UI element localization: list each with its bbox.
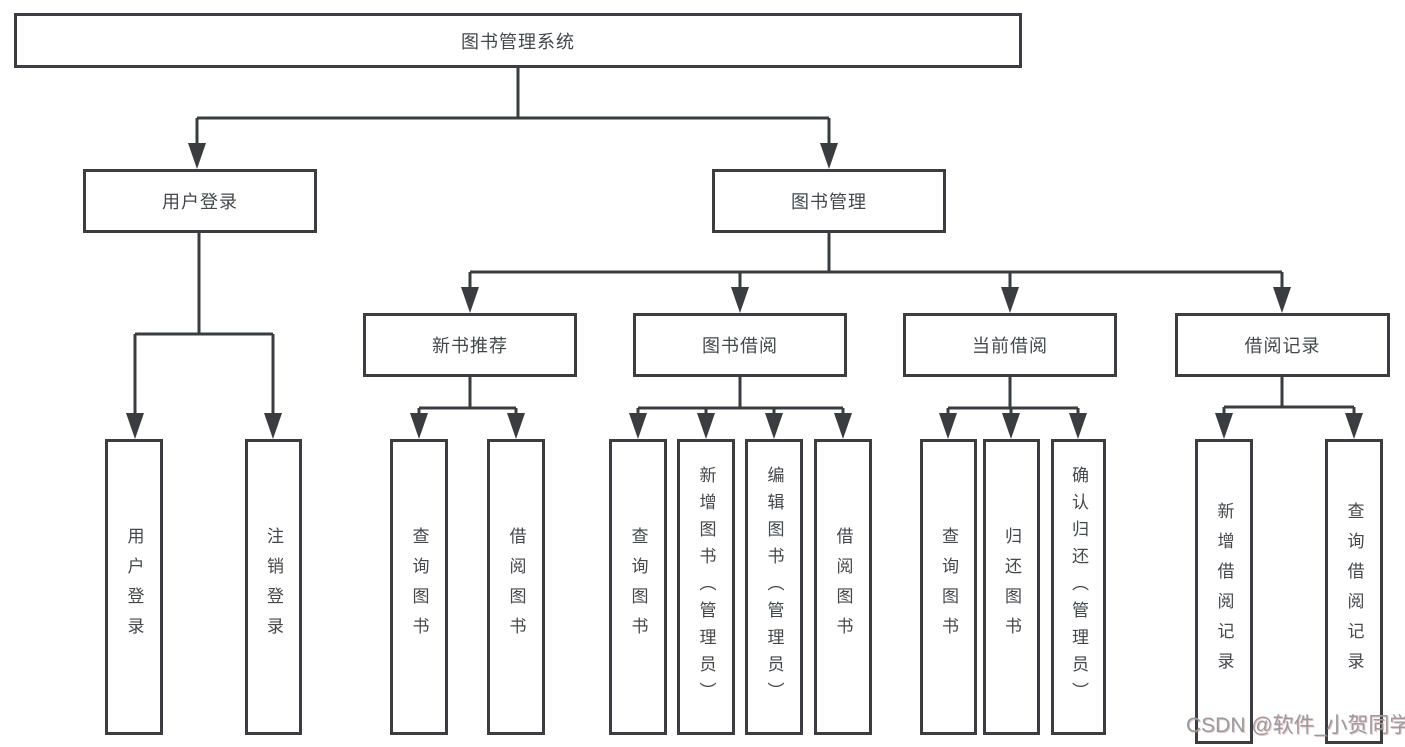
arrowhead	[461, 287, 479, 313]
arrowhead	[410, 413, 428, 439]
leaf-query-borrow-record: 查询借阅记录	[1325, 439, 1383, 744]
node-current-borrowing: 当前借阅	[903, 313, 1117, 377]
arrowhead	[1069, 413, 1087, 439]
node-user-login: 用户登录	[83, 169, 317, 233]
arrowhead	[820, 143, 838, 169]
leaf-edit-book-admin: 编辑图书（管理员）	[745, 439, 803, 735]
arrowhead	[629, 413, 647, 439]
node-book-management: 图书管理	[712, 169, 946, 233]
arrowhead	[188, 143, 206, 169]
leaf-logout: 注销登录	[245, 439, 302, 735]
leaf-query-book-1: 查询图书	[390, 439, 448, 735]
leaf-add-book-admin: 新增图书（管理员）	[677, 439, 735, 735]
node-borrowing-records: 借阅记录	[1175, 313, 1390, 377]
leaf-borrow-book-1: 借阅图书	[487, 439, 545, 735]
leaf-query-book-3: 查询图书	[920, 439, 977, 735]
arrowhead	[1345, 413, 1363, 439]
leaf-add-borrow-record: 新增借阅记录	[1195, 439, 1253, 744]
leaf-confirm-return-admin: 确认归还（管理员）	[1051, 439, 1106, 735]
node-new-book-recommend: 新书推荐	[363, 313, 577, 377]
csdn-watermark: CSDN @软件_小贺同学	[1186, 714, 1405, 737]
leaf-borrow-book-2: 借阅图书	[814, 439, 872, 735]
leaf-query-book-2: 查询图书	[609, 439, 667, 735]
leaf-return-book: 归还图书	[983, 439, 1040, 735]
arrowhead	[126, 413, 144, 439]
arrowhead	[1215, 413, 1233, 439]
arrowhead	[939, 413, 957, 439]
arrowhead	[834, 413, 852, 439]
arrowhead	[731, 287, 749, 313]
node-root-system: 图书管理系统	[14, 13, 1022, 68]
node-book-borrowing: 图书借阅	[633, 313, 847, 377]
arrowhead	[507, 413, 525, 439]
arrowhead	[697, 413, 715, 439]
connector-path	[133, 68, 1356, 416]
leaf-user-login: 用户登录	[105, 439, 163, 735]
arrowhead	[1273, 287, 1291, 313]
arrowhead	[765, 413, 783, 439]
arrowhead	[1001, 287, 1019, 313]
arrowhead	[1002, 413, 1020, 439]
arrowhead	[264, 413, 282, 439]
